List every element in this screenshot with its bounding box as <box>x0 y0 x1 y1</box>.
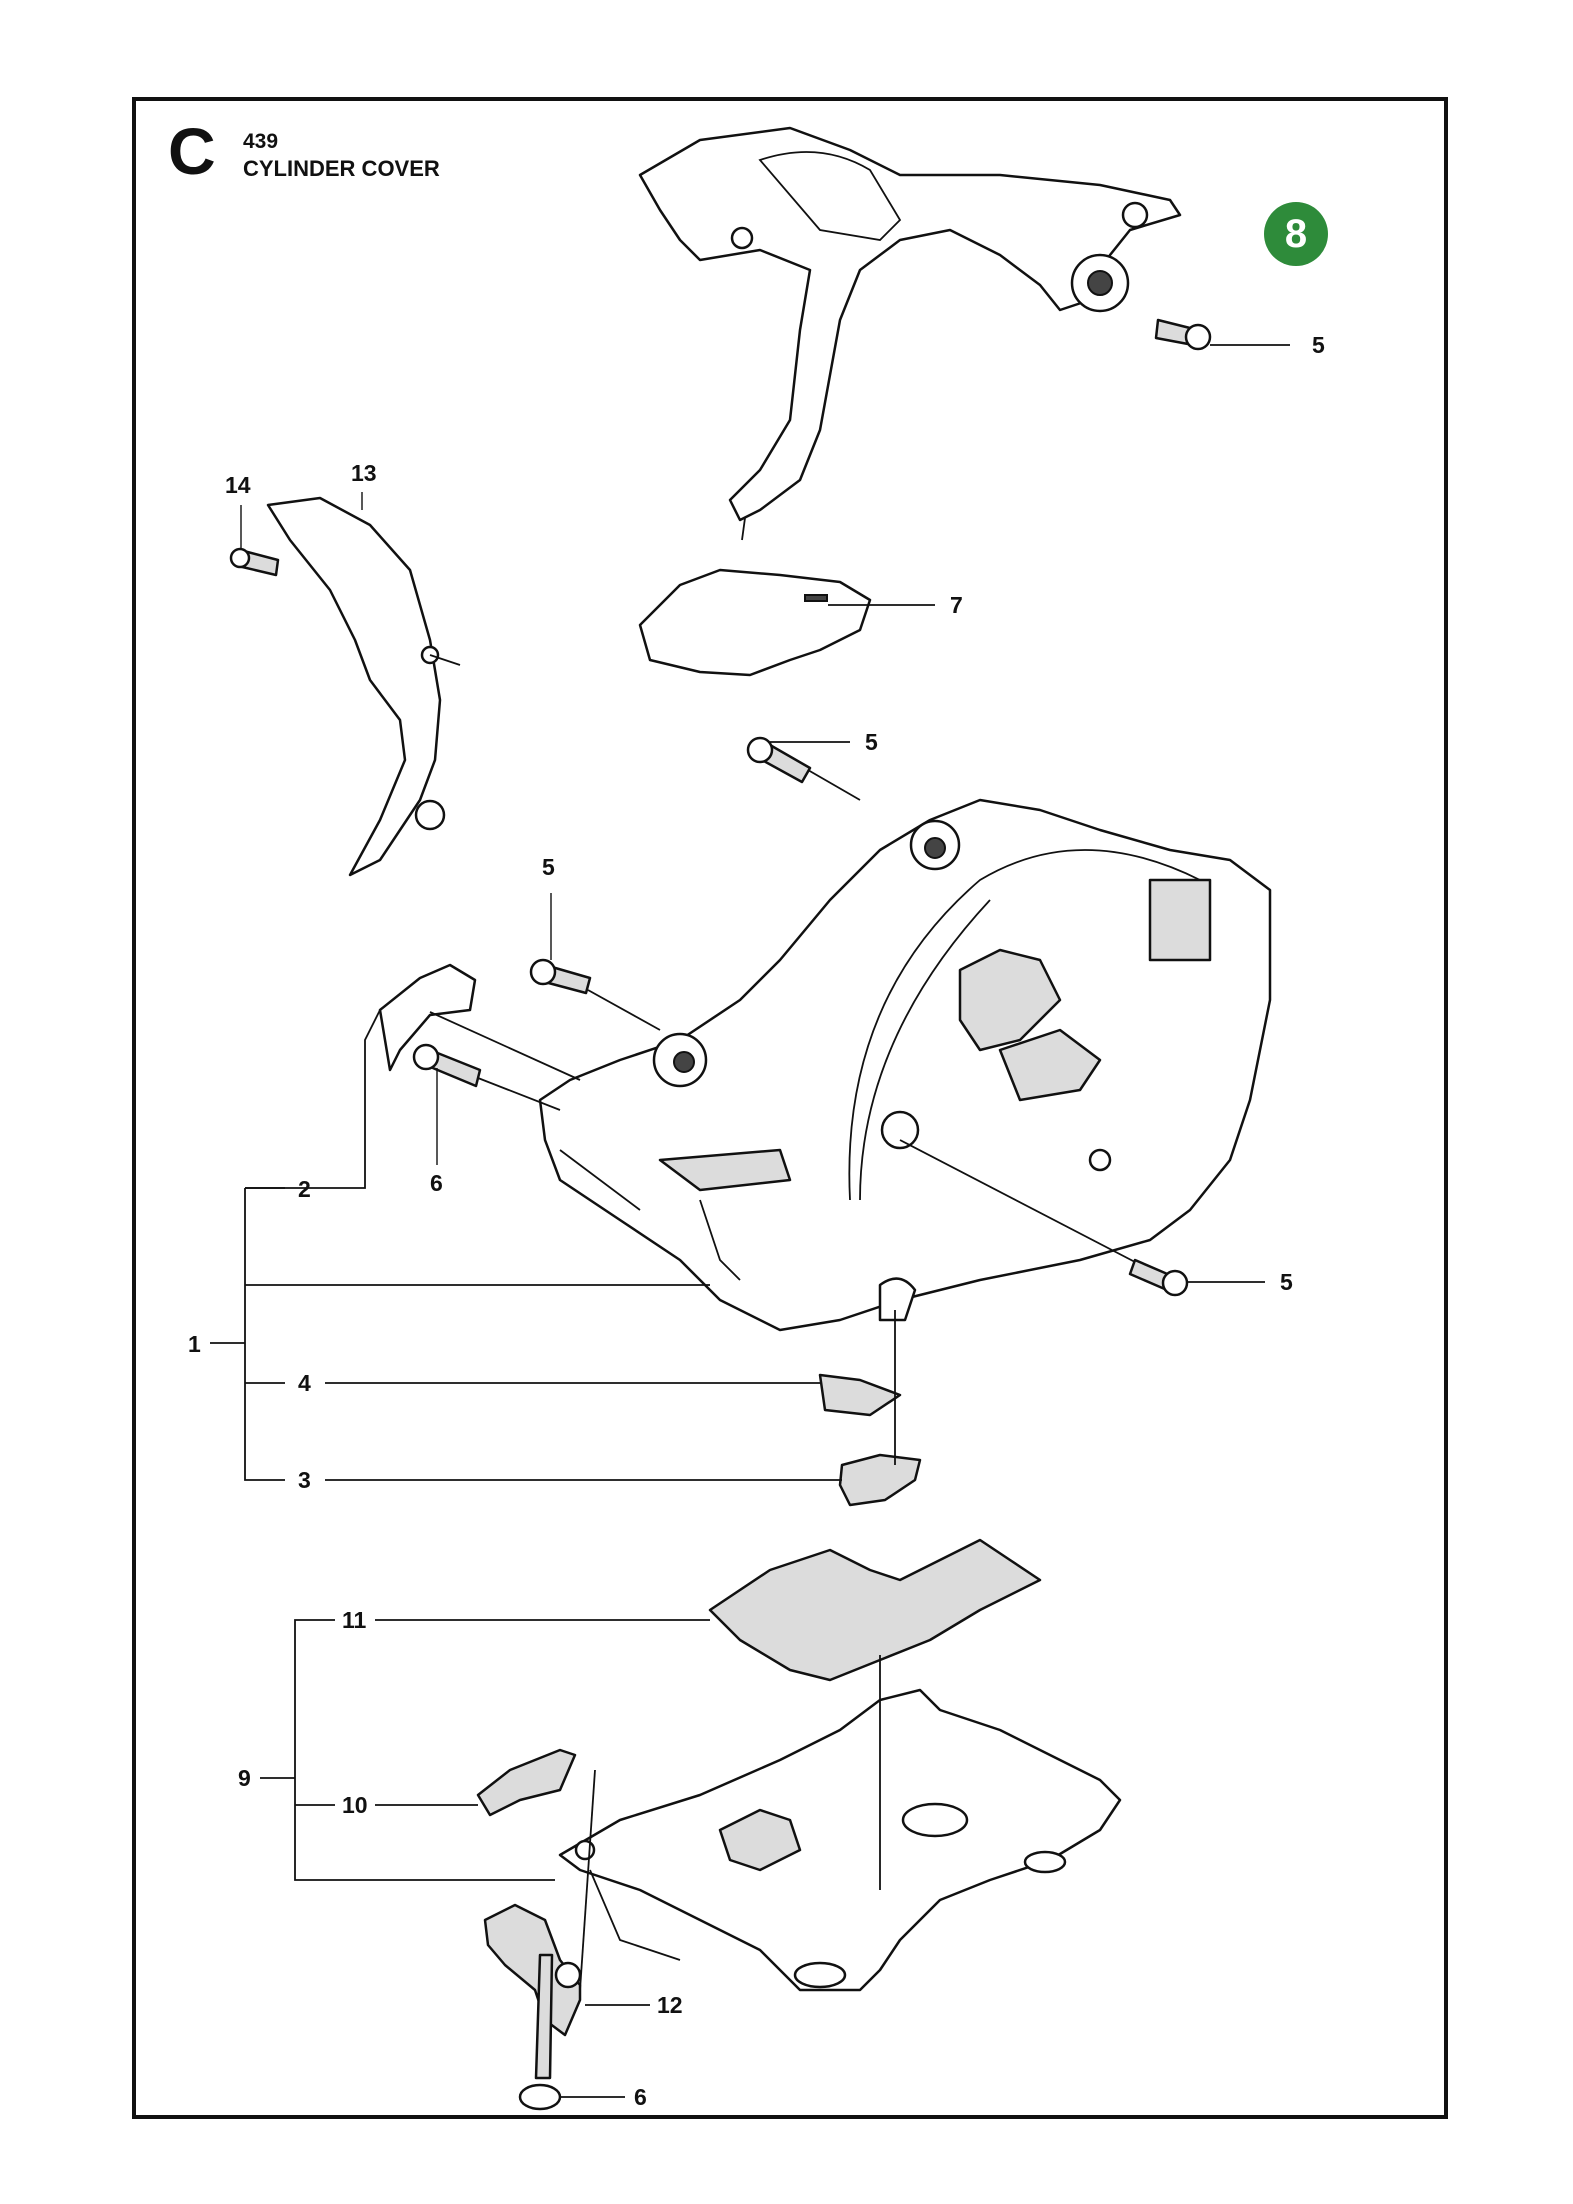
callout-12[interactable]: 12 <box>657 1992 683 2018</box>
callout-6-bottom[interactable]: 6 <box>634 2084 647 2110</box>
part-10-flap[interactable] <box>476 1748 577 1817</box>
part-6-screw-left[interactable] <box>412 1043 561 1165</box>
section-letter: C <box>168 114 216 188</box>
callout-5-upper[interactable]: 5 <box>865 729 878 755</box>
part-7-gasket[interactable] <box>638 568 935 677</box>
callout-4[interactable]: 4 <box>298 1370 311 1396</box>
part-4-plate[interactable] <box>818 1373 902 1417</box>
part-5-screw-right[interactable] <box>899 1139 1265 1297</box>
callout-11[interactable]: 11 <box>342 1607 367 1633</box>
part-3-cap[interactable] <box>838 1453 922 1507</box>
callout-9[interactable]: 9 <box>238 1765 251 1791</box>
highlight-badge-8[interactable]: 8 <box>1264 202 1328 266</box>
part-1-cylinder-cover-body[interactable] <box>538 798 1272 1332</box>
part-12-bumper[interactable] <box>483 1903 582 2037</box>
part-5-screw-left[interactable] <box>529 893 661 1031</box>
callout-14[interactable]: 14 <box>225 472 251 498</box>
model-number: 439 <box>243 130 279 153</box>
callout-5-top[interactable]: 5 <box>1312 332 1325 358</box>
callout-10[interactable]: 10 <box>342 1792 368 1818</box>
part-5-screw-top[interactable] <box>1154 318 1290 351</box>
callout-6-left[interactable]: 6 <box>430 1170 443 1196</box>
part-13-shield[interactable] <box>266 496 461 877</box>
part-8-cylinder-cover[interactable] <box>638 126 1182 541</box>
drawing-frame <box>132 97 1448 2119</box>
part-14-screw[interactable] <box>229 547 280 577</box>
callout-1[interactable]: 1 <box>188 1331 201 1357</box>
part-9-bottom-cover[interactable] <box>558 1688 1122 1992</box>
part-5-screw-upper[interactable] <box>746 736 861 801</box>
part-11-heat-shield[interactable] <box>708 1538 1042 1682</box>
diagram-title: CYLINDER COVER <box>243 156 440 181</box>
callout-2[interactable]: 2 <box>298 1176 311 1202</box>
callout-13[interactable]: 13 <box>351 460 377 486</box>
part-6-screw-bottom[interactable] <box>518 1953 562 2111</box>
callout-5-right[interactable]: 5 <box>1280 1269 1293 1295</box>
callout-5-left[interactable]: 5 <box>542 854 555 880</box>
part-2-deflector[interactable] <box>245 963 581 1189</box>
callout-7[interactable]: 7 <box>950 592 963 618</box>
callout-3[interactable]: 3 <box>298 1467 311 1493</box>
